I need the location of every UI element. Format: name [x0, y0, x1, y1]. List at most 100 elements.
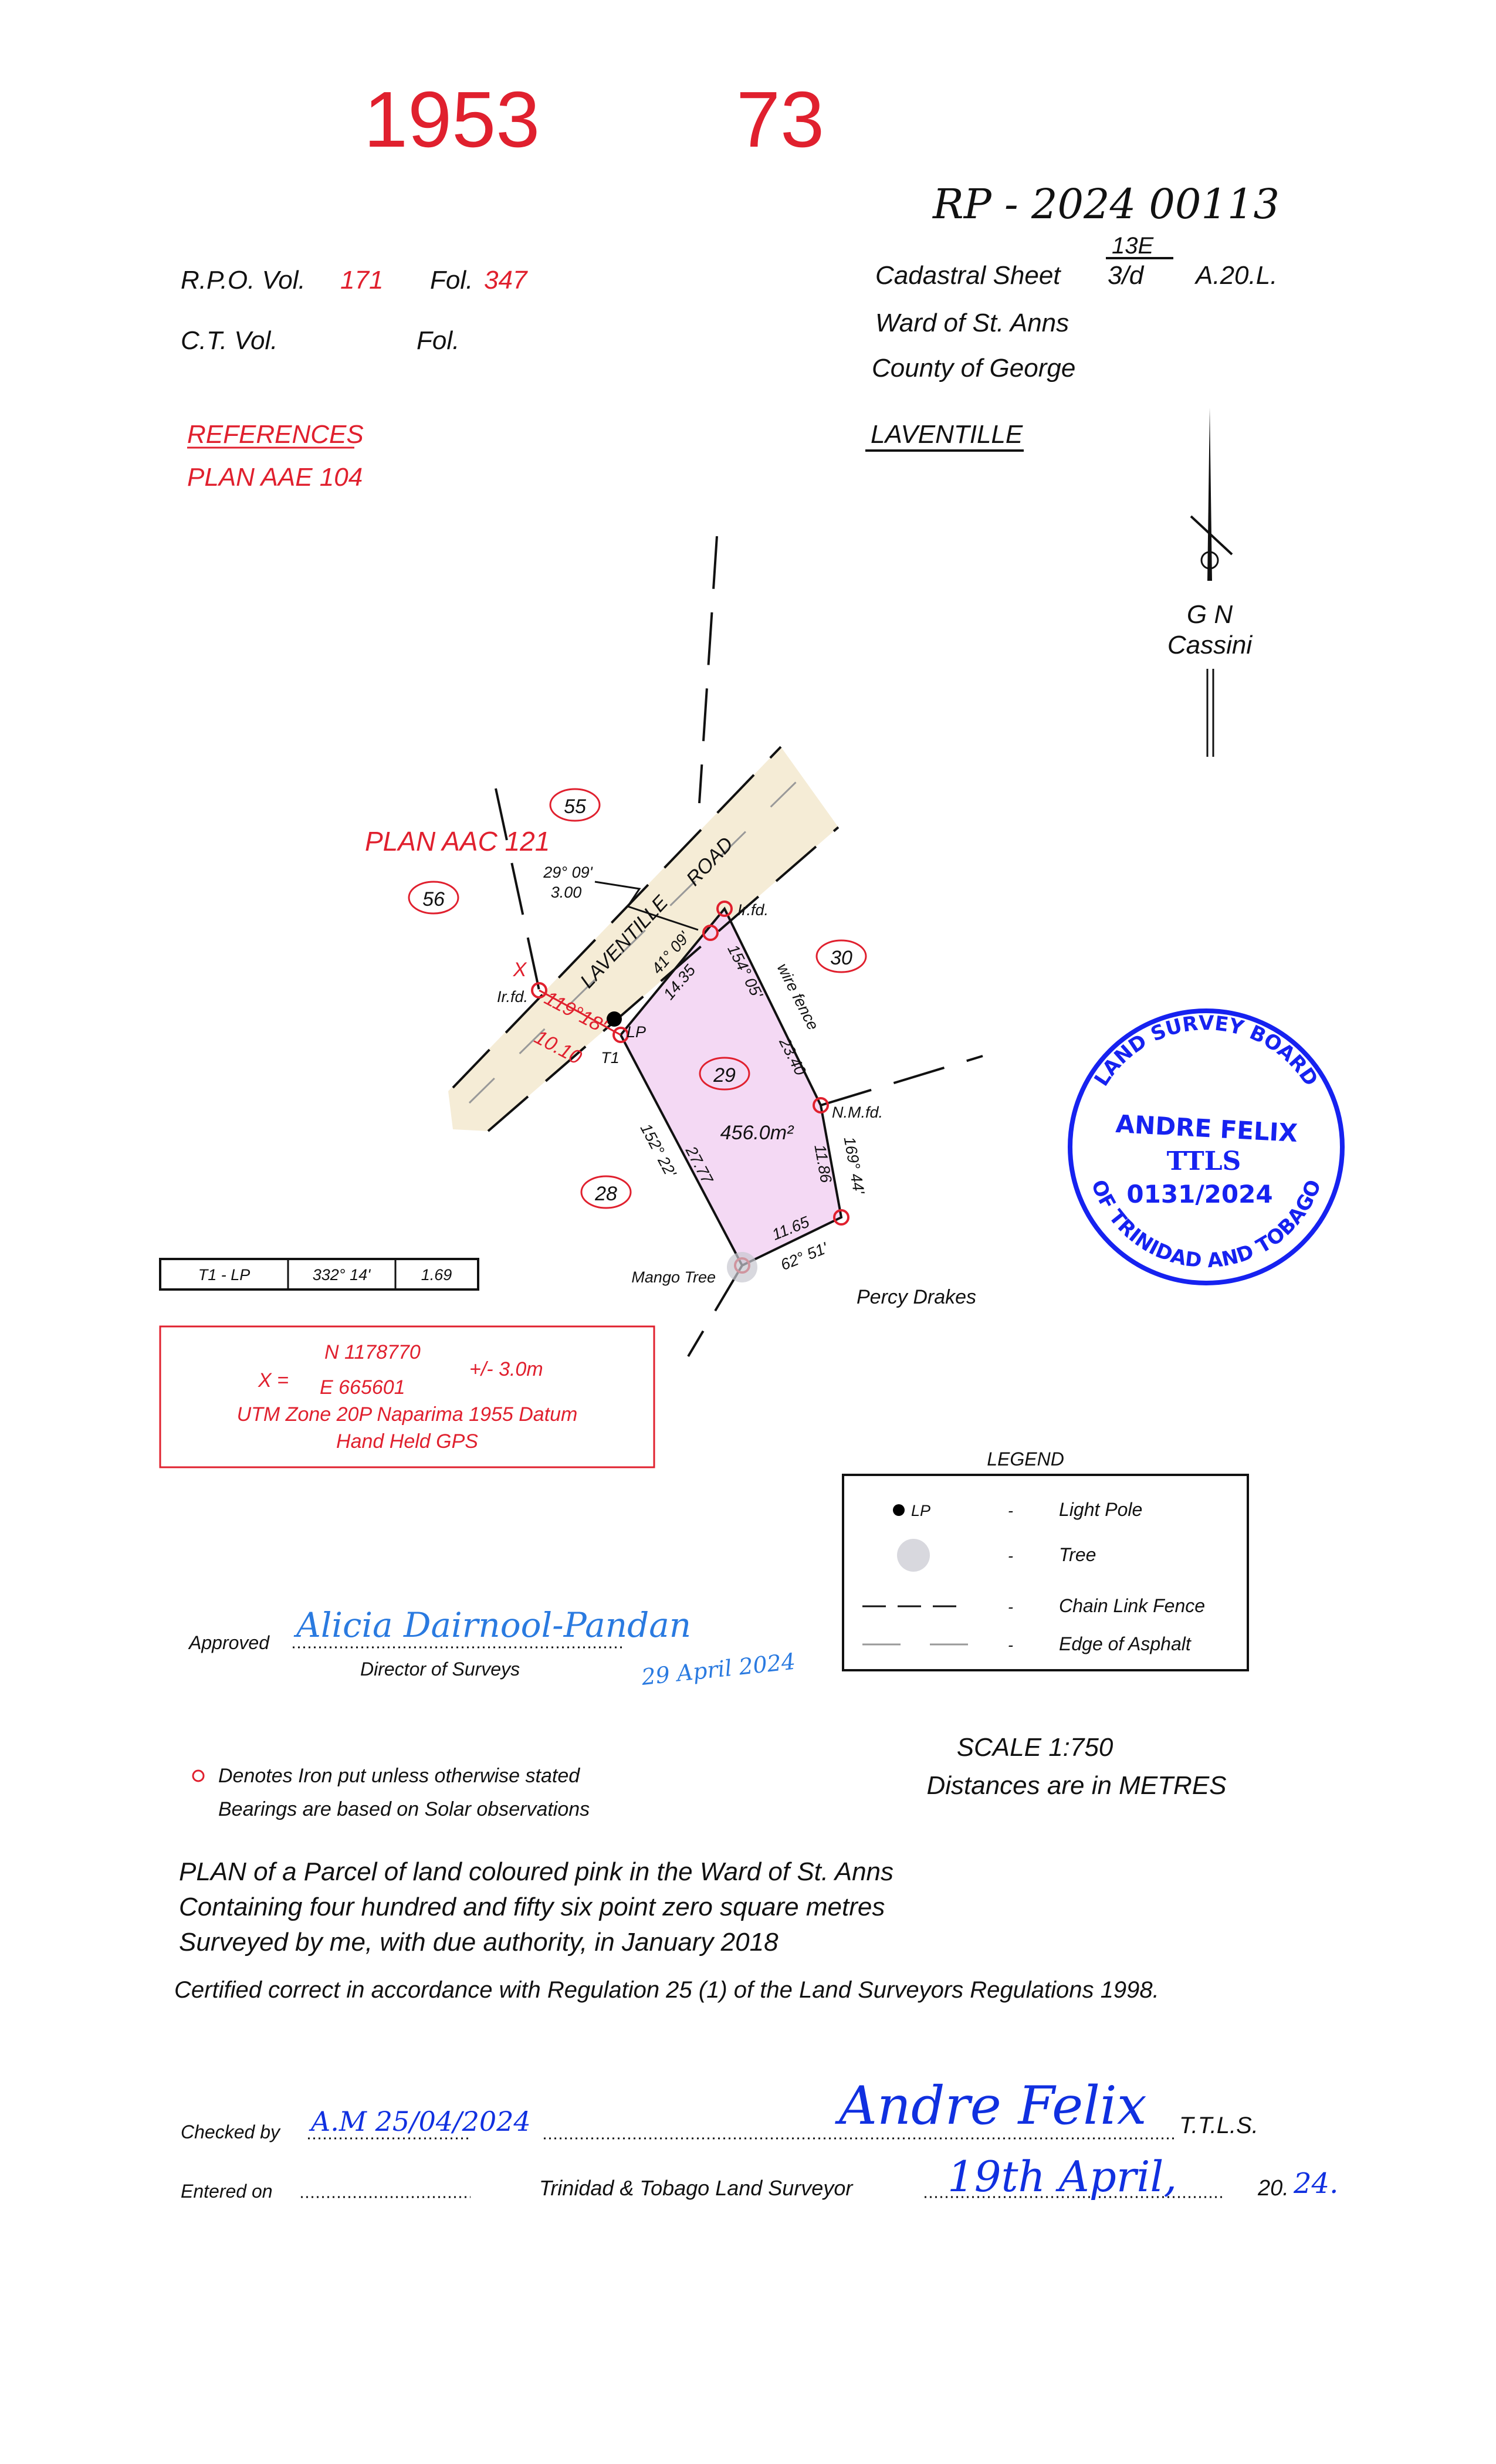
legend: LP - - - - Light Pole Tree Chain Link Fe… [842, 1474, 1249, 1671]
surveyor-stamp: LAND SURVEY BOARD OF TRINIDAD AND TOBAGO… [1068, 1008, 1345, 1285]
stamp-ring-top: LAND SURVEY BOARD [1089, 1011, 1322, 1091]
t1-label: T1 [601, 1049, 620, 1067]
legend-label-edge-of-asphalt: Edge of Asphalt [1059, 1633, 1192, 1654]
entered-on-label: Entered on [181, 2181, 273, 2202]
lot-30: 30 [830, 947, 852, 969]
ward: Ward of St. Anns [875, 309, 1069, 337]
year-suffix: 24. [1293, 2167, 1338, 2200]
bearing-3: 169° 44' [841, 1135, 868, 1196]
x-mark: X [513, 959, 527, 981]
legend-dash: - [1008, 1502, 1013, 1519]
director-title: Director of Surveys [360, 1659, 520, 1680]
cadastral-sheet-label: Cadastral Sheet [875, 261, 1061, 290]
units-note: Distances are in METRES [926, 1771, 1226, 1800]
tie-line [539, 989, 621, 1036]
legend-dash: - [1008, 1547, 1013, 1565]
ct-label: C.T. Vol. [181, 326, 277, 355]
rpo-label: R.P.O. Vol. [181, 266, 306, 295]
approved-label: Approved [188, 1632, 270, 1653]
rpo-fol-label: Fol. [430, 266, 473, 295]
iron-found-right: Ir.fd. [737, 901, 769, 919]
road-area [448, 747, 838, 1131]
tie-table-distance: 1.69 [421, 1266, 452, 1284]
datum: UTM Zone 20P Naparima 1955 Datum [237, 1403, 578, 1426]
note-bearings: Bearings are based on Solar observations [218, 1798, 590, 1820]
legend-title: LEGEND [987, 1448, 1064, 1470]
legend-symbol-lp: LP [911, 1502, 930, 1519]
tie-table: T1 - LP 332° 14' 1.69 [159, 1258, 479, 1291]
light-pole-icon [893, 1504, 905, 1516]
parcel-area: 456.0m² [720, 1122, 794, 1144]
legend-label-chain-link-fence: Chain Link Fence [1059, 1595, 1205, 1616]
mango-tree-icon [727, 1252, 757, 1282]
plan-reference: PLAN AAC 121 [365, 826, 550, 857]
references-title: REFERENCES [187, 420, 364, 449]
rpo-folio: 347 [484, 266, 528, 295]
references-plan: PLAN AAE 104 [187, 463, 363, 492]
offset-bearing: 29° 09' [543, 864, 593, 881]
sheet-code: A.20.L. [1194, 261, 1277, 290]
stamp-name: ANDRE FELIX [1115, 1109, 1298, 1148]
tree-icon [897, 1539, 930, 1572]
sheet-fraction-top: 13E [1112, 233, 1154, 259]
gps-method: Hand Held GPS [336, 1430, 478, 1453]
ttls-label: T.T.L.S. [1179, 2113, 1258, 2138]
description-line-2: Containing four hundred and fifty six po… [179, 1893, 885, 1921]
iron-found-left: Ir.fd. [497, 988, 528, 1006]
legend-label-tree: Tree [1059, 1544, 1096, 1565]
lot-labels: 55 56 30 29 28 [408, 788, 867, 1209]
neighbour-name: Percy Drakes [857, 1286, 976, 1308]
survey-map [448, 536, 983, 1358]
legend-dash: - [1008, 1636, 1013, 1654]
north-label: G N [1187, 600, 1233, 629]
county: County of George [872, 354, 1075, 383]
north-arrow-icon [1190, 408, 1233, 757]
lot-56: 56 [422, 888, 445, 911]
north-datum: Cassini [1167, 631, 1253, 659]
stamp-title: TTLS [1167, 1146, 1241, 1176]
surveyor-signature: Andre Felix [835, 2075, 1147, 2137]
road-boundaries [452, 536, 983, 1358]
approval-date: 29 April 2024 [639, 1649, 797, 1690]
checked-by-value: A.M 25/04/2024 [309, 2106, 531, 2137]
ct-fol-label: Fol. [417, 326, 459, 355]
lot-55: 55 [564, 796, 586, 818]
lp-label: LP [627, 1023, 646, 1041]
northing: N 1178770 [324, 1341, 421, 1363]
rpo-volume: 171 [340, 266, 383, 295]
scale: SCALE 1:750 [957, 1733, 1113, 1762]
legend-dash: - [1008, 1598, 1013, 1616]
light-pole-icon [607, 1011, 622, 1027]
accuracy: +/- 3.0m [469, 1358, 543, 1380]
registration-number: RP - 2024 00113 [932, 180, 1280, 228]
description-line-3: Surveyed by me, with due authority, in J… [179, 1928, 779, 1957]
plan-number: 1953 [364, 75, 540, 164]
signed-date: 19th April, [947, 2152, 1177, 2201]
checked-by-label: Checked by [181, 2121, 281, 2143]
legend-label-light-pole: Light Pole [1059, 1499, 1142, 1520]
year-prefix: 20. [1257, 2176, 1289, 2201]
easting: E 665601 [320, 1376, 405, 1399]
svg-text:LAND SURVEY BOARD: LAND SURVEY BOARD [1089, 1011, 1322, 1091]
surveyor-label: Trinidad & Tobago Land Surveyor [539, 2176, 854, 2200]
locality: LAVENTILLE [871, 420, 1023, 449]
director-signature: Alicia Dairnool-Pandan [293, 1605, 691, 1645]
iron-mark-icon [192, 1769, 205, 1782]
sheet-fraction-bottom: 3/d [1108, 261, 1145, 290]
stamp-number: 0131/2024 [1126, 1180, 1272, 1209]
lot-29: 29 [713, 1064, 736, 1087]
nail-mark-found: N.M.fd. [832, 1104, 883, 1121]
edge-of-asphalt [468, 779, 799, 1104]
offset-distance: 3.00 [551, 884, 582, 901]
parcel-29 [619, 906, 843, 1267]
lot-28: 28 [594, 1183, 617, 1205]
description-line-1: PLAN of a Parcel of land coloured pink i… [179, 1857, 893, 1886]
x-equals: X = [258, 1369, 289, 1392]
offset-arrow [594, 881, 699, 931]
coordinate-box: N 1178770 X = E 665601 +/- 3.0m UTM Zone… [159, 1325, 655, 1468]
certification: Certified correct in accordance with Reg… [174, 1977, 1159, 2003]
tie-table-bearing: 332° 14' [313, 1266, 371, 1284]
note-iron: Denotes Iron put unless otherwise stated [218, 1765, 580, 1787]
mango-tree-label: Mango Tree [631, 1268, 716, 1286]
